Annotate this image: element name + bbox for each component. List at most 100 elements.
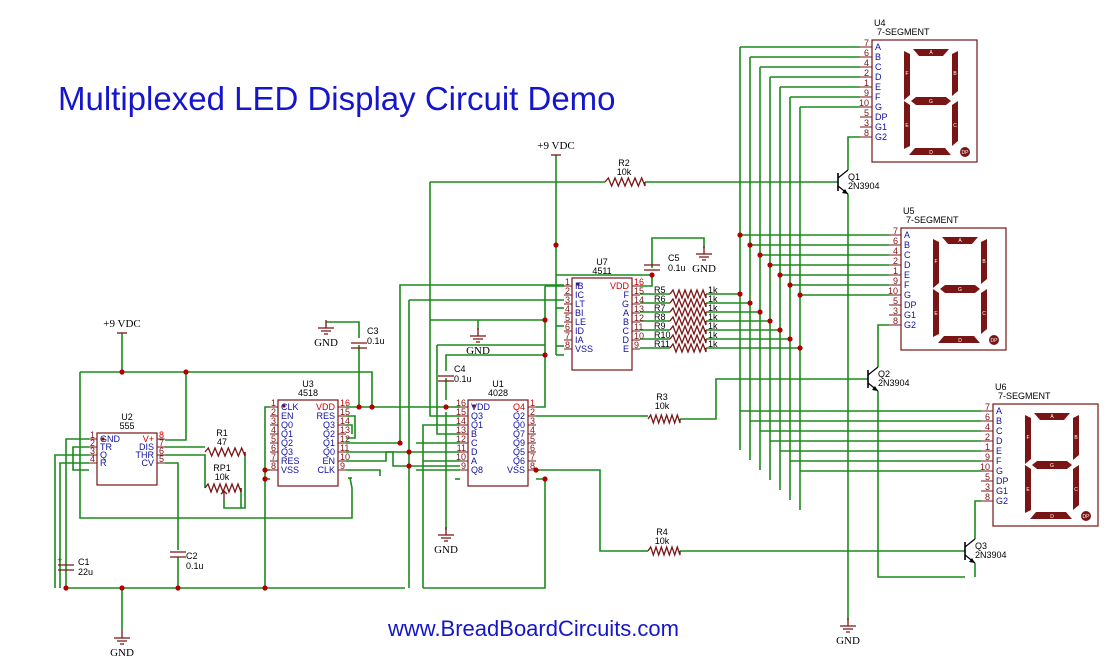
junction-dot: [737, 291, 743, 297]
display-u4-segment-letter: B: [953, 71, 957, 77]
junction-dot: [63, 585, 69, 591]
ic-u3-4518-pin-number: 16: [340, 398, 350, 408]
ic-u1-4028-pin-label: Q8: [471, 465, 483, 475]
display-u4-pin-number: 2: [864, 68, 869, 78]
display-u6-dp: [1081, 511, 1091, 521]
ic-u1-4028-pin-number: 11: [457, 443, 466, 453]
vcc-555-label: +9 VDC: [103, 318, 140, 330]
ic-u7-4511-pin-number: 1: [565, 277, 570, 287]
display-u5-pin-label: G1: [904, 310, 916, 320]
capacitor-c1-plus: +: [57, 555, 62, 565]
transistor-q1-part: 2N3904: [848, 181, 880, 191]
c3-ref: C3: [367, 326, 379, 336]
display-u6-segment-letter: A: [1050, 414, 1054, 420]
ground-5: [696, 246, 712, 261]
resistor-r7: [669, 306, 707, 318]
display-u5-pin-label: G: [904, 290, 911, 300]
r1-ref: R1: [216, 428, 228, 438]
ground-5-label: GND: [692, 263, 716, 275]
display-u5-pin-number: 10: [888, 286, 898, 296]
ic-u7-4511-pin-label: A: [623, 308, 629, 318]
display-u5-pin-label: A: [904, 230, 910, 240]
junction-dot: [649, 272, 655, 278]
display-u5-dp: [989, 335, 999, 345]
display-u5-segment-letter: E: [934, 311, 938, 317]
ic-u1-4028-pin-number: 15: [456, 407, 466, 417]
ic-u1-4028-pin-label: Q3: [471, 411, 483, 421]
junction-dot: [542, 352, 548, 358]
wire: [877, 391, 965, 578]
bank-value: 1k: [708, 339, 718, 349]
display-u5-segment: [942, 237, 978, 244]
ic-u7-4511-pin-label: F: [624, 290, 630, 300]
junction-dot: [542, 476, 548, 482]
ic-u1-4028-pin-number: 3: [530, 416, 535, 426]
display-u6-dp-label: DP: [1083, 514, 1091, 520]
ic-u3-4518-pin-label: Q3: [281, 447, 293, 457]
display-u6-pin-label: G: [996, 466, 1003, 476]
transistor-q1-arrow: [842, 189, 848, 194]
resistor-r2: [604, 176, 646, 188]
ic-u3-4518-pin-label: EN: [322, 456, 335, 466]
display-u4-segment: [904, 101, 910, 149]
capacitor-c3: [351, 342, 367, 349]
junction-dot: [767, 262, 773, 268]
display-u6-pin-number: 9: [985, 452, 990, 462]
wire: [223, 488, 242, 509]
c2-value: 0.1u: [186, 561, 204, 571]
ic-u3-4518-ref: U3: [302, 379, 314, 389]
ic-u2-555-pin-label: R: [100, 458, 107, 468]
ic-u2-555-pin-number: 3: [90, 446, 95, 456]
display-u4-pin-label: E: [875, 82, 881, 92]
display-u5-pin-label: B: [904, 240, 910, 250]
junction-dot: [787, 336, 793, 342]
display-u6-pin-number: 4: [985, 422, 990, 432]
display-u6-segment: [1025, 415, 1031, 464]
ic-u2-555-pin-number: 6: [159, 446, 164, 456]
display-u6-segment-letter: D: [1050, 514, 1054, 520]
resistor-r3: [647, 412, 681, 426]
display-u4-pin-label: B: [875, 52, 881, 62]
ic-u1-4028-pin-label: C: [471, 438, 478, 448]
wire: [651, 237, 705, 268]
ic-u7-4511-pin-number: 8: [565, 340, 570, 350]
transistor-q2-collector: [867, 366, 879, 376]
display-u4-segment: [952, 51, 958, 96]
ic-u3-4518-pin-number: 12: [340, 434, 350, 444]
display-u5-segment-letter: A: [958, 238, 962, 244]
junction-dot: [119, 369, 125, 375]
display-u6-pin-number: 10: [980, 462, 990, 472]
wire: [445, 354, 545, 371]
display-u6-pin-label: E: [996, 446, 1002, 456]
junction-dot: [757, 252, 763, 258]
capacitor-c2: [170, 551, 186, 558]
ic-u3-4518-pin-label: Q1: [281, 429, 293, 439]
display-u6-segment-letter: B: [1074, 435, 1078, 441]
display-u5-segment: [933, 289, 939, 337]
display-u6-pin-label: B: [996, 416, 1002, 426]
ic-u2-555-pin-number: 4: [90, 454, 95, 464]
r2-ref: R2: [618, 158, 630, 168]
ic-u3-4518-pin-number: 14: [340, 416, 350, 426]
c2-ref: C2: [186, 551, 198, 561]
display-u4-segment-letter: E: [905, 123, 909, 129]
ic-u2-555-pin-number: 2: [90, 438, 95, 448]
ic-u1-4028-pin-label: B: [471, 429, 477, 439]
display-u5-part: 7-SEGMENT: [906, 215, 959, 225]
display-u5-pin-number: 1: [893, 266, 898, 276]
bank-value: 1k: [708, 303, 718, 313]
r3-value: 10k: [655, 401, 670, 411]
ic-u1-4028-body: [467, 399, 529, 487]
junctions: [63, 232, 803, 591]
display-u5-segment: [933, 239, 939, 288]
ic-u1-4028-pin-label: Q5: [513, 447, 525, 457]
ground-3: [438, 527, 454, 542]
display-u5-segment-letter: F: [934, 259, 937, 265]
ic-u7-4511-pin-label: IC: [575, 290, 585, 300]
display-u4-pin-label: C: [875, 62, 882, 72]
ic-u7-4511-pin-number: 10: [634, 331, 644, 341]
ic-u1-4028-ref: U1: [492, 379, 504, 389]
display-u5-pin-number: 8: [893, 316, 898, 326]
